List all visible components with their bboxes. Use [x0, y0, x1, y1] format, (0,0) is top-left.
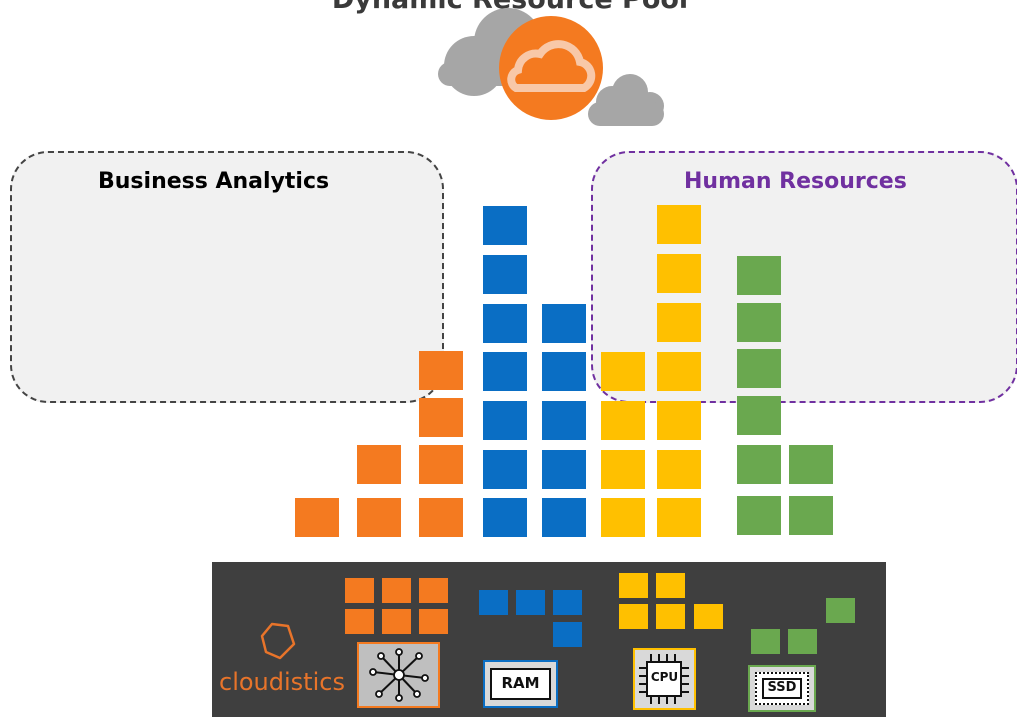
network-pool-block — [345, 609, 374, 634]
cpu-chip-icon: CPU — [633, 648, 696, 710]
storage-resource-block — [789, 445, 833, 484]
network-pool-block — [382, 578, 411, 603]
memory-resource-block — [483, 450, 527, 489]
storage-resource-block — [789, 496, 833, 535]
compute-pool-block — [619, 604, 648, 629]
storage-resource-block — [737, 445, 781, 484]
compute-resource-block — [657, 498, 701, 537]
storage-resource-block — [737, 256, 781, 295]
network-resource-block — [419, 498, 463, 537]
storage-resource-block — [737, 303, 781, 342]
compute-pool-block — [619, 573, 648, 598]
group-label-human-resources: Human Resources — [684, 169, 907, 194]
memory-pool-block — [553, 590, 582, 615]
compute-pool-block — [656, 604, 685, 629]
compute-resource-block — [601, 401, 645, 440]
network-resource-block — [357, 498, 401, 537]
memory-resource-block — [483, 352, 527, 391]
memory-pool-block — [516, 590, 545, 615]
group-business-analytics[interactable] — [10, 151, 444, 403]
compute-resource-block — [601, 498, 645, 537]
network-pool-block — [419, 578, 448, 603]
memory-resource-block — [542, 450, 586, 489]
memory-resource-block — [542, 401, 586, 440]
memory-resource-block — [483, 304, 527, 343]
ram-chip-icon: RAM — [483, 660, 558, 708]
page-title: Dynamic Resource Pool — [40, 0, 980, 15]
memory-resource-block — [542, 498, 586, 537]
storage-resource-block — [737, 349, 781, 388]
memory-resource-block — [483, 255, 527, 294]
memory-pool-block — [553, 622, 582, 647]
compute-resource-block — [657, 254, 701, 293]
compute-pool-block — [694, 604, 723, 629]
network-pool-block — [382, 609, 411, 634]
memory-resource-block — [542, 304, 586, 343]
compute-pool-block — [656, 573, 685, 598]
network-resource-block — [295, 498, 339, 537]
group-label-business-analytics: Business Analytics — [98, 169, 330, 194]
ssd-drive-icon: SSD — [748, 665, 816, 712]
network-resource-block — [419, 445, 463, 484]
memory-pool-block — [479, 590, 508, 615]
cloud-icon — [438, 8, 664, 126]
compute-resource-block — [657, 352, 701, 391]
network-resource-block — [419, 351, 463, 390]
storage-resource-block — [737, 396, 781, 435]
memory-resource-block — [483, 401, 527, 440]
network-pool-block — [419, 609, 448, 634]
storage-pool-block — [826, 598, 855, 623]
storage-pool-block — [788, 629, 817, 654]
cpu-label: CPU — [650, 670, 679, 684]
compute-resource-block — [601, 450, 645, 489]
memory-resource-block — [483, 498, 527, 537]
compute-resource-block — [601, 352, 645, 391]
network-hub-icon — [357, 642, 440, 708]
brand-name: cloudistics — [219, 668, 345, 696]
network-resource-block — [357, 445, 401, 484]
compute-resource-block — [657, 401, 701, 440]
memory-resource-block — [483, 206, 527, 245]
compute-resource-block — [657, 205, 701, 244]
storage-resource-block — [737, 496, 781, 535]
ram-label: RAM — [501, 674, 540, 692]
compute-resource-block — [657, 303, 701, 342]
network-pool-block — [345, 578, 374, 603]
network-resource-block — [419, 398, 463, 437]
cloudistics-logo-icon — [260, 622, 296, 660]
storage-pool-block — [751, 629, 780, 654]
ssd-label: SSD — [767, 680, 797, 695]
memory-resource-block — [542, 352, 586, 391]
compute-resource-block — [657, 450, 701, 489]
